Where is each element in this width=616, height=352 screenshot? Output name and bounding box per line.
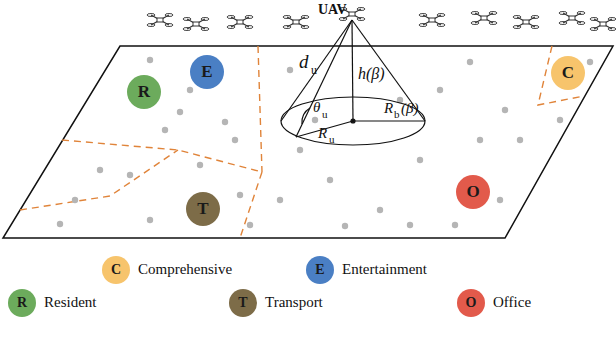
zone-circle: O	[456, 175, 490, 209]
user-dot	[297, 147, 303, 153]
zone-letter: C	[562, 63, 574, 83]
zone-circle: T	[186, 192, 220, 226]
user-dot	[342, 223, 348, 229]
user-dot	[437, 87, 443, 93]
user-dot	[477, 137, 483, 143]
legend-swatch: C	[102, 256, 130, 284]
subscript: u	[322, 109, 328, 120]
user-dot	[467, 59, 473, 65]
user-dot	[327, 177, 333, 183]
user-dot	[502, 107, 508, 113]
user-dot	[557, 117, 563, 123]
drone-icon	[147, 14, 173, 27]
user-dot	[222, 119, 228, 125]
symbol: (β)	[401, 101, 418, 116]
zone-circle: C	[551, 56, 585, 90]
legend-swatch: T	[229, 289, 257, 317]
symbol: h(β)	[358, 66, 385, 82]
user-dot	[232, 137, 238, 143]
user-dot	[312, 117, 318, 123]
symbol: θ	[313, 100, 320, 115]
swatch-letter: T	[238, 295, 247, 311]
zone-circle: E	[190, 55, 224, 89]
zone-letter: T	[197, 199, 208, 219]
legend-swatch: O	[457, 289, 485, 317]
user-dot	[497, 197, 503, 203]
symbol: R	[384, 101, 393, 116]
region-borders	[20, 46, 584, 238]
user-dot	[97, 167, 103, 173]
user-dot	[162, 127, 168, 133]
user-dot	[377, 207, 383, 213]
drone-icon	[513, 16, 539, 29]
user-dot	[177, 109, 183, 115]
subscript: u	[311, 64, 317, 76]
user-dot	[587, 59, 593, 65]
drone-icon	[590, 18, 616, 31]
coverage-cone	[281, 20, 425, 145]
zone-circle: R	[127, 75, 161, 109]
user-dot	[127, 172, 133, 178]
drone-icon	[559, 12, 585, 25]
uav-label: UAV	[318, 3, 347, 17]
drone-icon	[471, 12, 497, 25]
user-dot	[277, 197, 283, 203]
user-dot	[147, 57, 153, 63]
user-dot	[417, 157, 423, 163]
user-dots	[57, 57, 593, 229]
zone-letter: O	[466, 182, 479, 202]
legend-text: Transport	[265, 294, 323, 311]
ground-plane	[3, 46, 613, 238]
user-dot	[452, 222, 458, 228]
drones	[147, 8, 616, 31]
symbol: R	[318, 126, 327, 141]
legend-swatch: E	[306, 256, 334, 284]
user-dot	[407, 222, 413, 228]
legend-swatch: R	[8, 289, 36, 317]
swatch-letter: E	[315, 262, 324, 278]
user-dot	[72, 197, 78, 203]
user-dot	[197, 162, 203, 168]
user-dot	[237, 192, 243, 198]
subscript: b	[394, 109, 400, 120]
zone-letter: R	[138, 82, 150, 102]
user-dot	[57, 221, 63, 227]
user-dot	[287, 67, 293, 73]
subscript: u	[329, 134, 335, 145]
user-dot	[187, 87, 193, 93]
drone-icon	[419, 14, 445, 27]
drone-icon	[227, 16, 253, 29]
legend-text: Office	[493, 294, 531, 311]
swatch-letter: C	[111, 262, 121, 278]
user-dot	[247, 222, 253, 228]
zone-letter: E	[201, 62, 212, 82]
symbol: d	[299, 52, 309, 71]
drone-icon	[183, 18, 209, 31]
legend-text: Comprehensive	[138, 261, 232, 278]
swatch-letter: O	[466, 295, 477, 311]
user-dot	[147, 217, 153, 223]
legend-text: Entertainment	[342, 261, 427, 278]
swatch-letter: R	[17, 295, 27, 311]
drone-icon	[283, 16, 309, 29]
user-dot	[517, 137, 523, 143]
legend-text: Resident	[44, 294, 97, 311]
